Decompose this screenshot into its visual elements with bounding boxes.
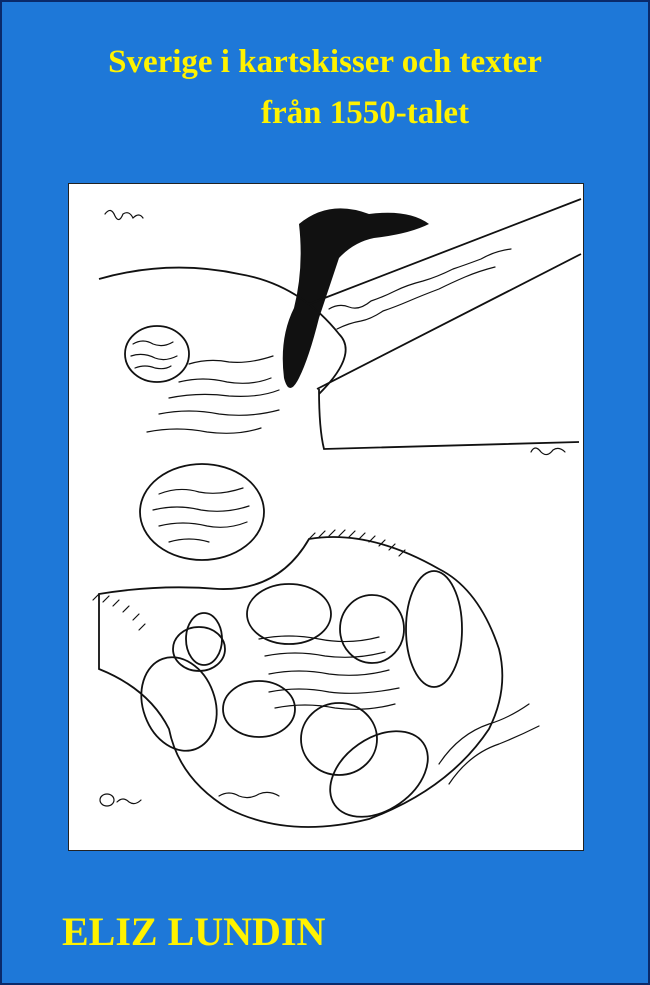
author-name: ELIZ LUNDIN (62, 909, 326, 954)
title-line-2: från 1550-talet (260, 95, 470, 131)
map-sketch (92, 198, 582, 828)
ink-blot (282, 208, 429, 388)
map-illustration (68, 183, 584, 851)
title-line-1: Sverige i kartskisser och texter (108, 44, 542, 80)
